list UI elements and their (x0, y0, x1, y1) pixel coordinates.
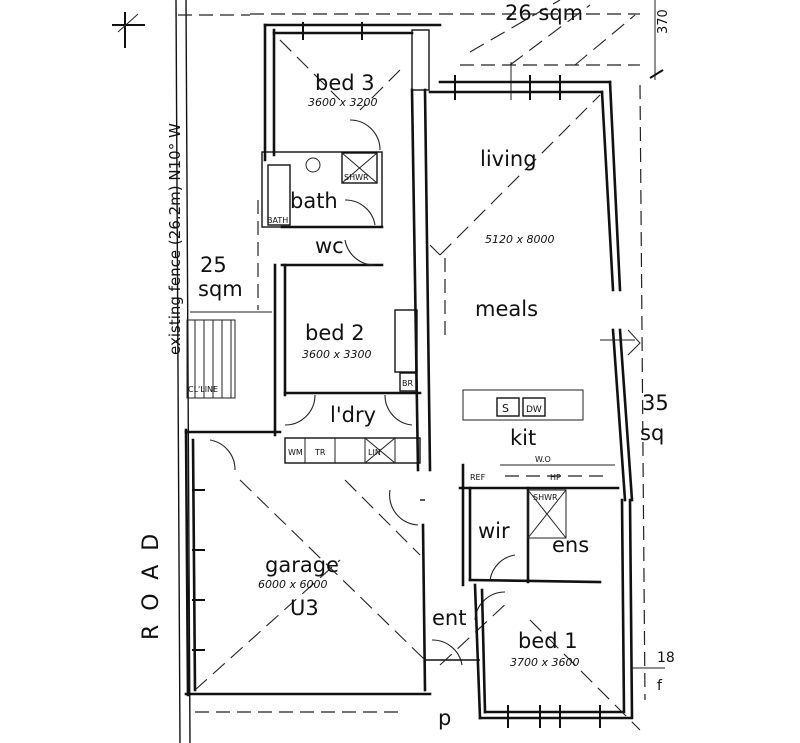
bed-2-robe-label: BR (402, 379, 413, 388)
garage-unit: U3 (290, 596, 319, 620)
bath-fixture-label: BATH (267, 216, 288, 225)
fridge-label: REF (470, 473, 486, 482)
clothesline (186, 319, 236, 399)
room-wir: wir (478, 519, 510, 543)
area-35sqm: 35 (642, 391, 669, 415)
room-laundry: l'dry (330, 403, 376, 427)
side-yard (190, 200, 272, 313)
area-25sqm-unit: sqm (198, 277, 243, 301)
ens-shower-label: SHWR (533, 493, 558, 502)
laundry-walls (284, 437, 421, 464)
area-26sqm: 26 sqm (505, 1, 583, 25)
room-meals: meals (475, 297, 538, 321)
shower-label: SHWR (344, 173, 369, 182)
room-wc: wc (315, 234, 344, 258)
dishwasher-label: DW (526, 405, 542, 415)
room-bed-2: bed 2 (305, 321, 365, 345)
bed-3-dims: 3600 x 3200 (308, 96, 378, 109)
room-garage: garage (265, 553, 339, 577)
room-bed-3: bed 3 (315, 71, 375, 95)
dimension-370: 370 (656, 9, 671, 34)
fence-label: existing fence (26.2m) N10° W (166, 123, 184, 355)
garage-dims: 6000 x 6000 (258, 578, 328, 591)
room-porch: p (438, 706, 451, 730)
room-bath: bath (290, 189, 338, 213)
area-35sqm-unit: sq (640, 421, 664, 445)
top-courtyard (250, 0, 664, 100)
bed-3-walls (263, 22, 442, 162)
room-living: living (480, 147, 537, 171)
area-18-sublabel: f (657, 678, 663, 694)
room-entry: ent (432, 606, 466, 630)
room-kitchen: kit (510, 426, 536, 450)
site-boundary (112, 0, 250, 743)
area-25sqm: 25 (200, 253, 227, 277)
room-bed-1: bed 1 (518, 629, 578, 653)
bed-1-dims: 3700 x 3600 (510, 656, 580, 669)
living-dims: 5120 x 8000 (485, 233, 555, 246)
tr-label: TR (314, 448, 326, 457)
bath-wc-walls (261, 151, 384, 267)
lin-label: LIN (368, 448, 381, 457)
clothesline-label: CL'LINE (188, 385, 218, 394)
kitchen-fixtures (458, 389, 620, 490)
wm-label: WM (288, 448, 303, 457)
hotplate-label: HP (550, 473, 561, 482)
living-meals-walls (410, 75, 646, 701)
room-ens: ens (552, 533, 589, 557)
area-18-label: 18 (657, 650, 675, 666)
road-label: ROAD (139, 520, 164, 640)
garage-walls (184, 428, 432, 713)
wir-ens-walls (461, 463, 602, 587)
sink-label: S (502, 402, 509, 415)
wall-oven-label: W.O (535, 455, 551, 464)
bed-1-walls (473, 498, 665, 731)
bed-2-dims: 3600 x 3300 (302, 348, 372, 361)
